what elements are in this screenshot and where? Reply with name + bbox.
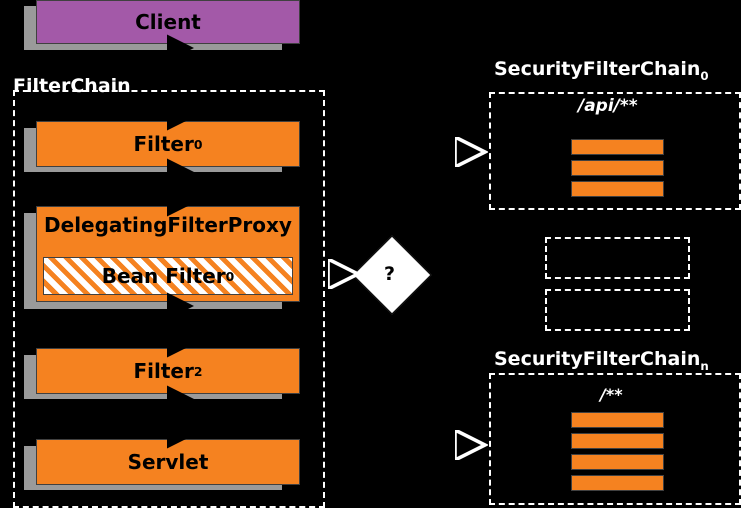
securityfilterchain-placeholder-row-1 — [545, 237, 690, 279]
securityfilterchain-n-title: SecurityFilterChain — [494, 348, 701, 370]
servlet-node[interactable]: Servlet — [36, 439, 300, 485]
filter0-label: Filter — [133, 132, 194, 156]
securityfilterchain-placeholder-row-2 — [545, 289, 690, 331]
decision-label: ? — [384, 263, 396, 285]
securityfilterchain-n-label: SecurityFilterChainn — [494, 348, 709, 373]
filter0-subscript: 0 — [193, 136, 203, 152]
securityfilterchain-0-label: SecurityFilterChain0 — [494, 58, 709, 83]
servlet-label: Servlet — [127, 450, 209, 474]
securityfilterchain-0-container — [489, 92, 741, 210]
securityfilterchain-0-subscript: 0 — [700, 68, 709, 83]
securityfilterchain-0-bar-3[interactable] — [571, 181, 664, 197]
filterchain-label: FilterChain — [13, 75, 131, 97]
securityfilterchain-n-subscript: n — [700, 358, 709, 373]
securityfilterchain-n-bar-3[interactable] — [571, 454, 664, 470]
delegating-filter-proxy-label: DelegatingFilterProxy — [44, 213, 292, 237]
filter2-label: Filter — [133, 359, 194, 383]
client-label: Client — [135, 10, 201, 34]
securityfilterchain-n-bar-2[interactable] — [571, 433, 664, 449]
bean-filter0-label: Bean Filter — [101, 264, 226, 288]
securityfilterchain-0-bar-1[interactable] — [571, 139, 664, 155]
securityfilterchain-n-bar-1[interactable] — [571, 412, 664, 428]
filter2-subscript: 2 — [193, 363, 203, 379]
client-node[interactable]: Client — [36, 0, 300, 44]
securityfilterchain-0-pattern: /api/** — [578, 96, 638, 116]
securityfilterchain-0-title: SecurityFilterChain — [494, 58, 701, 80]
securityfilterchain-0-bar-2[interactable] — [571, 160, 664, 176]
securityfilterchain-n-bar-4[interactable] — [571, 475, 664, 491]
securityfilterchain-n-container — [489, 373, 741, 505]
bean-filter0-subscript: 0 — [225, 268, 235, 284]
securityfilterchain-n-pattern: /** — [600, 385, 623, 404]
